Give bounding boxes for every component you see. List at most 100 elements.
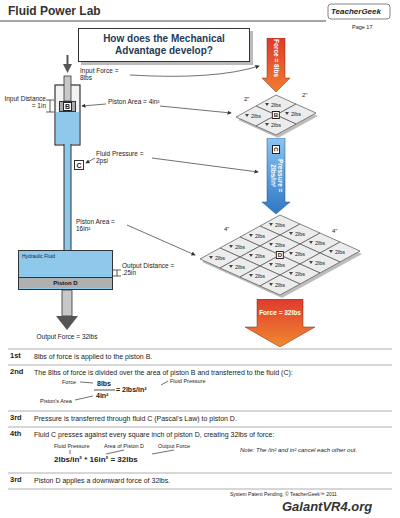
- pressure-value: 2lbs: [315, 240, 325, 246]
- fluid-marker: C: [74, 160, 84, 170]
- output-rod: [56, 316, 78, 330]
- label: 2lbs/in² * 16in² = 32lbs: [54, 455, 138, 464]
- leader-line: [80, 382, 93, 383]
- step-rule: [8, 411, 392, 412]
- label: 4th: [10, 430, 21, 439]
- label: Area of Piston D: [104, 443, 144, 449]
- piston-b: B: [59, 101, 76, 112]
- step-rule: [8, 427, 392, 428]
- leader-line: [152, 450, 174, 454]
- pressure-value: 2lbs: [235, 244, 245, 250]
- label: = 2lbs/in²: [116, 386, 147, 394]
- pressure-value: 2lbs: [315, 260, 325, 266]
- output-distance-bracket: [113, 270, 121, 276]
- output-rod: [62, 290, 72, 316]
- force-mark: [269, 263, 273, 266]
- label: Fluid Pressure: [170, 378, 205, 384]
- pressure-value: 2lbs: [275, 222, 285, 228]
- pressure-value: 2lbs: [295, 251, 305, 257]
- small-cylinder: [67, 55, 69, 65]
- leader-line: [70, 450, 71, 454]
- fraction-bar: [94, 390, 115, 391]
- label: Fluid Power Lab: [8, 5, 101, 19]
- label: Output Force: [158, 443, 190, 449]
- pressure-value: 2lbs: [275, 262, 285, 268]
- fluid-tube: [64, 144, 71, 252]
- small-cylinder: [56, 112, 79, 144]
- label: Input Force = 8lbs: [80, 67, 130, 82]
- force-mark: [269, 283, 273, 286]
- piston-letter: B: [272, 111, 280, 119]
- cylinder-label: Hydraulic Fluid: [22, 253, 55, 259]
- label: 2nd: [10, 368, 23, 377]
- fluid-tube: [71, 144, 72, 251]
- leader-line: [86, 158, 95, 163]
- label: 8lbs: [97, 380, 111, 388]
- pressure-value: 2lbs: [271, 122, 281, 128]
- label: Piston D applies a downward force of 32l…: [34, 477, 389, 485]
- force-mark: [289, 232, 293, 235]
- pressure-value: 2lbs: [275, 242, 285, 248]
- force-mark: [265, 123, 269, 126]
- step-rule: [8, 349, 392, 350]
- fluid-letter: C: [272, 145, 280, 153]
- force-mark: [229, 265, 233, 268]
- piston-grid: [200, 95, 362, 298]
- pressure-value: 2lbs: [215, 255, 225, 261]
- arrow-text-frame: C Pressure = 2lbs/in²: [267, 138, 285, 202]
- piston-label: Piston D: [53, 280, 77, 286]
- pressure-value: 2lbs: [255, 233, 265, 239]
- pressure-value: Pressure = 2lbs/in²: [269, 157, 283, 195]
- force-mark: [309, 241, 313, 244]
- label: 1st: [10, 352, 21, 361]
- force-mark: [285, 112, 289, 115]
- piston-d: Piston D: [19, 277, 112, 288]
- arrow-shape: [262, 38, 290, 92]
- piston-letter: D: [276, 251, 284, 259]
- header-rule: [0, 20, 326, 22]
- force-mark: [269, 223, 273, 226]
- label: Piston's Area: [40, 398, 72, 404]
- arrow-text-frame: Force = 32lbs: [257, 301, 303, 325]
- input-distance-bracket: [46, 100, 54, 112]
- fluid-tube: [64, 144, 65, 251]
- pressure-arrow: C Pressure = 2lbs/in²: [262, 138, 290, 214]
- force-mark: [265, 103, 269, 106]
- output-distance-bracket: [117, 270, 118, 276]
- force-mark: [289, 272, 293, 275]
- pressure-value: 2lbs: [271, 102, 281, 108]
- hydraulic-cylinder: Hydraulic FluidPiston D: [18, 250, 113, 290]
- label: TeacherGeek: [331, 7, 381, 16]
- small-cylinder: [64, 76, 71, 101]
- label: Fluid Pressure: [54, 443, 89, 449]
- fluid-letter: C: [76, 162, 81, 169]
- label: System Patent Pending, © TeacherGeek™ 20…: [230, 492, 337, 498]
- force-mark: [249, 234, 253, 237]
- step-rule: [8, 365, 392, 366]
- pressure-value: 2lbs: [291, 111, 301, 117]
- output-distance-bracket: [113, 270, 121, 271]
- label: 4": [224, 226, 229, 233]
- force-mark: [249, 254, 253, 257]
- label: Note: The /in² and in² cancel each other…: [240, 447, 370, 454]
- force-mark: [329, 250, 333, 253]
- pressure-value: 2lbs: [235, 264, 245, 270]
- pressure-value: 2lbs: [295, 231, 305, 237]
- leader-line: [75, 396, 93, 400]
- pressure-value: 2lbs: [275, 282, 285, 288]
- small-cylinder: [55, 55, 80, 145]
- label: Piston Area = 16in²: [76, 218, 126, 233]
- force-value: Force = 8lbs: [273, 39, 280, 77]
- step-rule: [8, 349, 392, 489]
- piston-letter: B: [63, 102, 72, 111]
- label: Fluid Pressure = 2psi: [96, 150, 152, 165]
- fluid-tube: [64, 144, 71, 252]
- force-arrow: Force = 8lbs: [262, 38, 290, 92]
- label: Output Distance = .25in: [122, 262, 180, 277]
- label: 3rd: [10, 476, 22, 485]
- input-distance-bracket: [50, 100, 51, 112]
- label: Pressure is transferred through fluid C …: [34, 415, 389, 423]
- input-distance-bracket: [46, 112, 54, 113]
- label: 2": [302, 92, 307, 99]
